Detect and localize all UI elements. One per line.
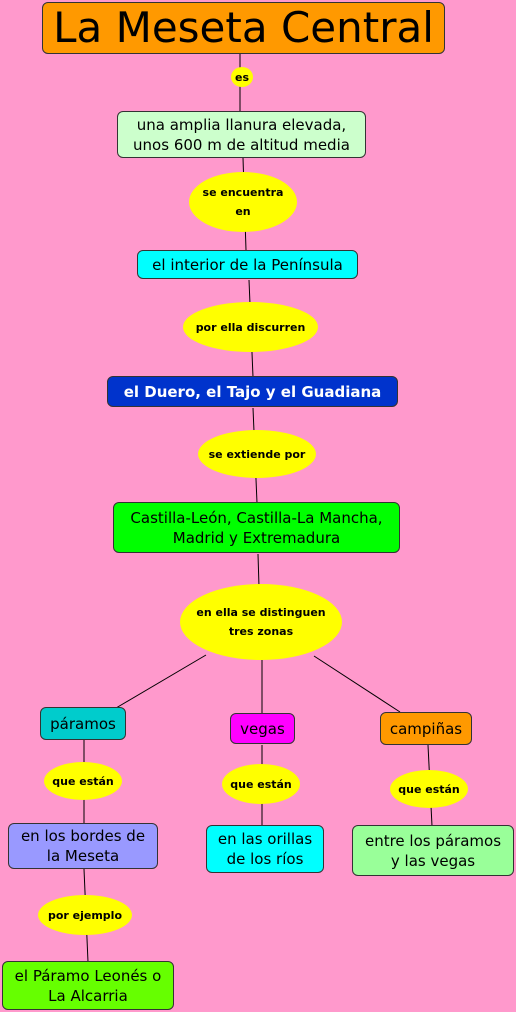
link-label-es: es	[231, 67, 253, 87]
node-title: La Meseta Central	[42, 2, 445, 54]
node-paramos-where: en los bordes de la Meseta	[8, 823, 158, 869]
node-paramos: páramos	[40, 707, 126, 740]
link-label-paramos-are: que están	[44, 762, 122, 800]
node-rivers: el Duero, el Tajo y el Guadiana	[107, 376, 398, 407]
node-plain: una amplia llanura elevada, unos 600 m d…	[117, 111, 366, 158]
link-label-extends: se extiende por	[198, 430, 316, 478]
node-interior: el interior de la Península	[137, 250, 358, 279]
node-campinas-where: entre los páramos y las vegas	[352, 825, 514, 876]
connector-line	[313, 655, 401, 713]
link-label-located: se encuentra en	[189, 172, 297, 232]
link-label-zones: en ella se distinguen tres zonas	[180, 584, 342, 660]
node-vegas: vegas	[230, 713, 295, 744]
node-campinas: campiñas	[380, 712, 472, 745]
link-label-for-example: por ejemplo	[38, 895, 132, 935]
node-vegas-where: en las orillas de los ríos	[206, 825, 324, 873]
node-example: el Páramo Leonés o La Alcarria	[2, 961, 174, 1010]
link-label-flow: por ella discurren	[183, 302, 318, 352]
node-regions: Castilla-León, Castilla-La Mancha, Madri…	[113, 502, 400, 553]
link-label-vegas-are: que están	[222, 764, 300, 804]
link-label-campinas-are: que están	[390, 770, 468, 808]
connector-line	[115, 654, 207, 709]
